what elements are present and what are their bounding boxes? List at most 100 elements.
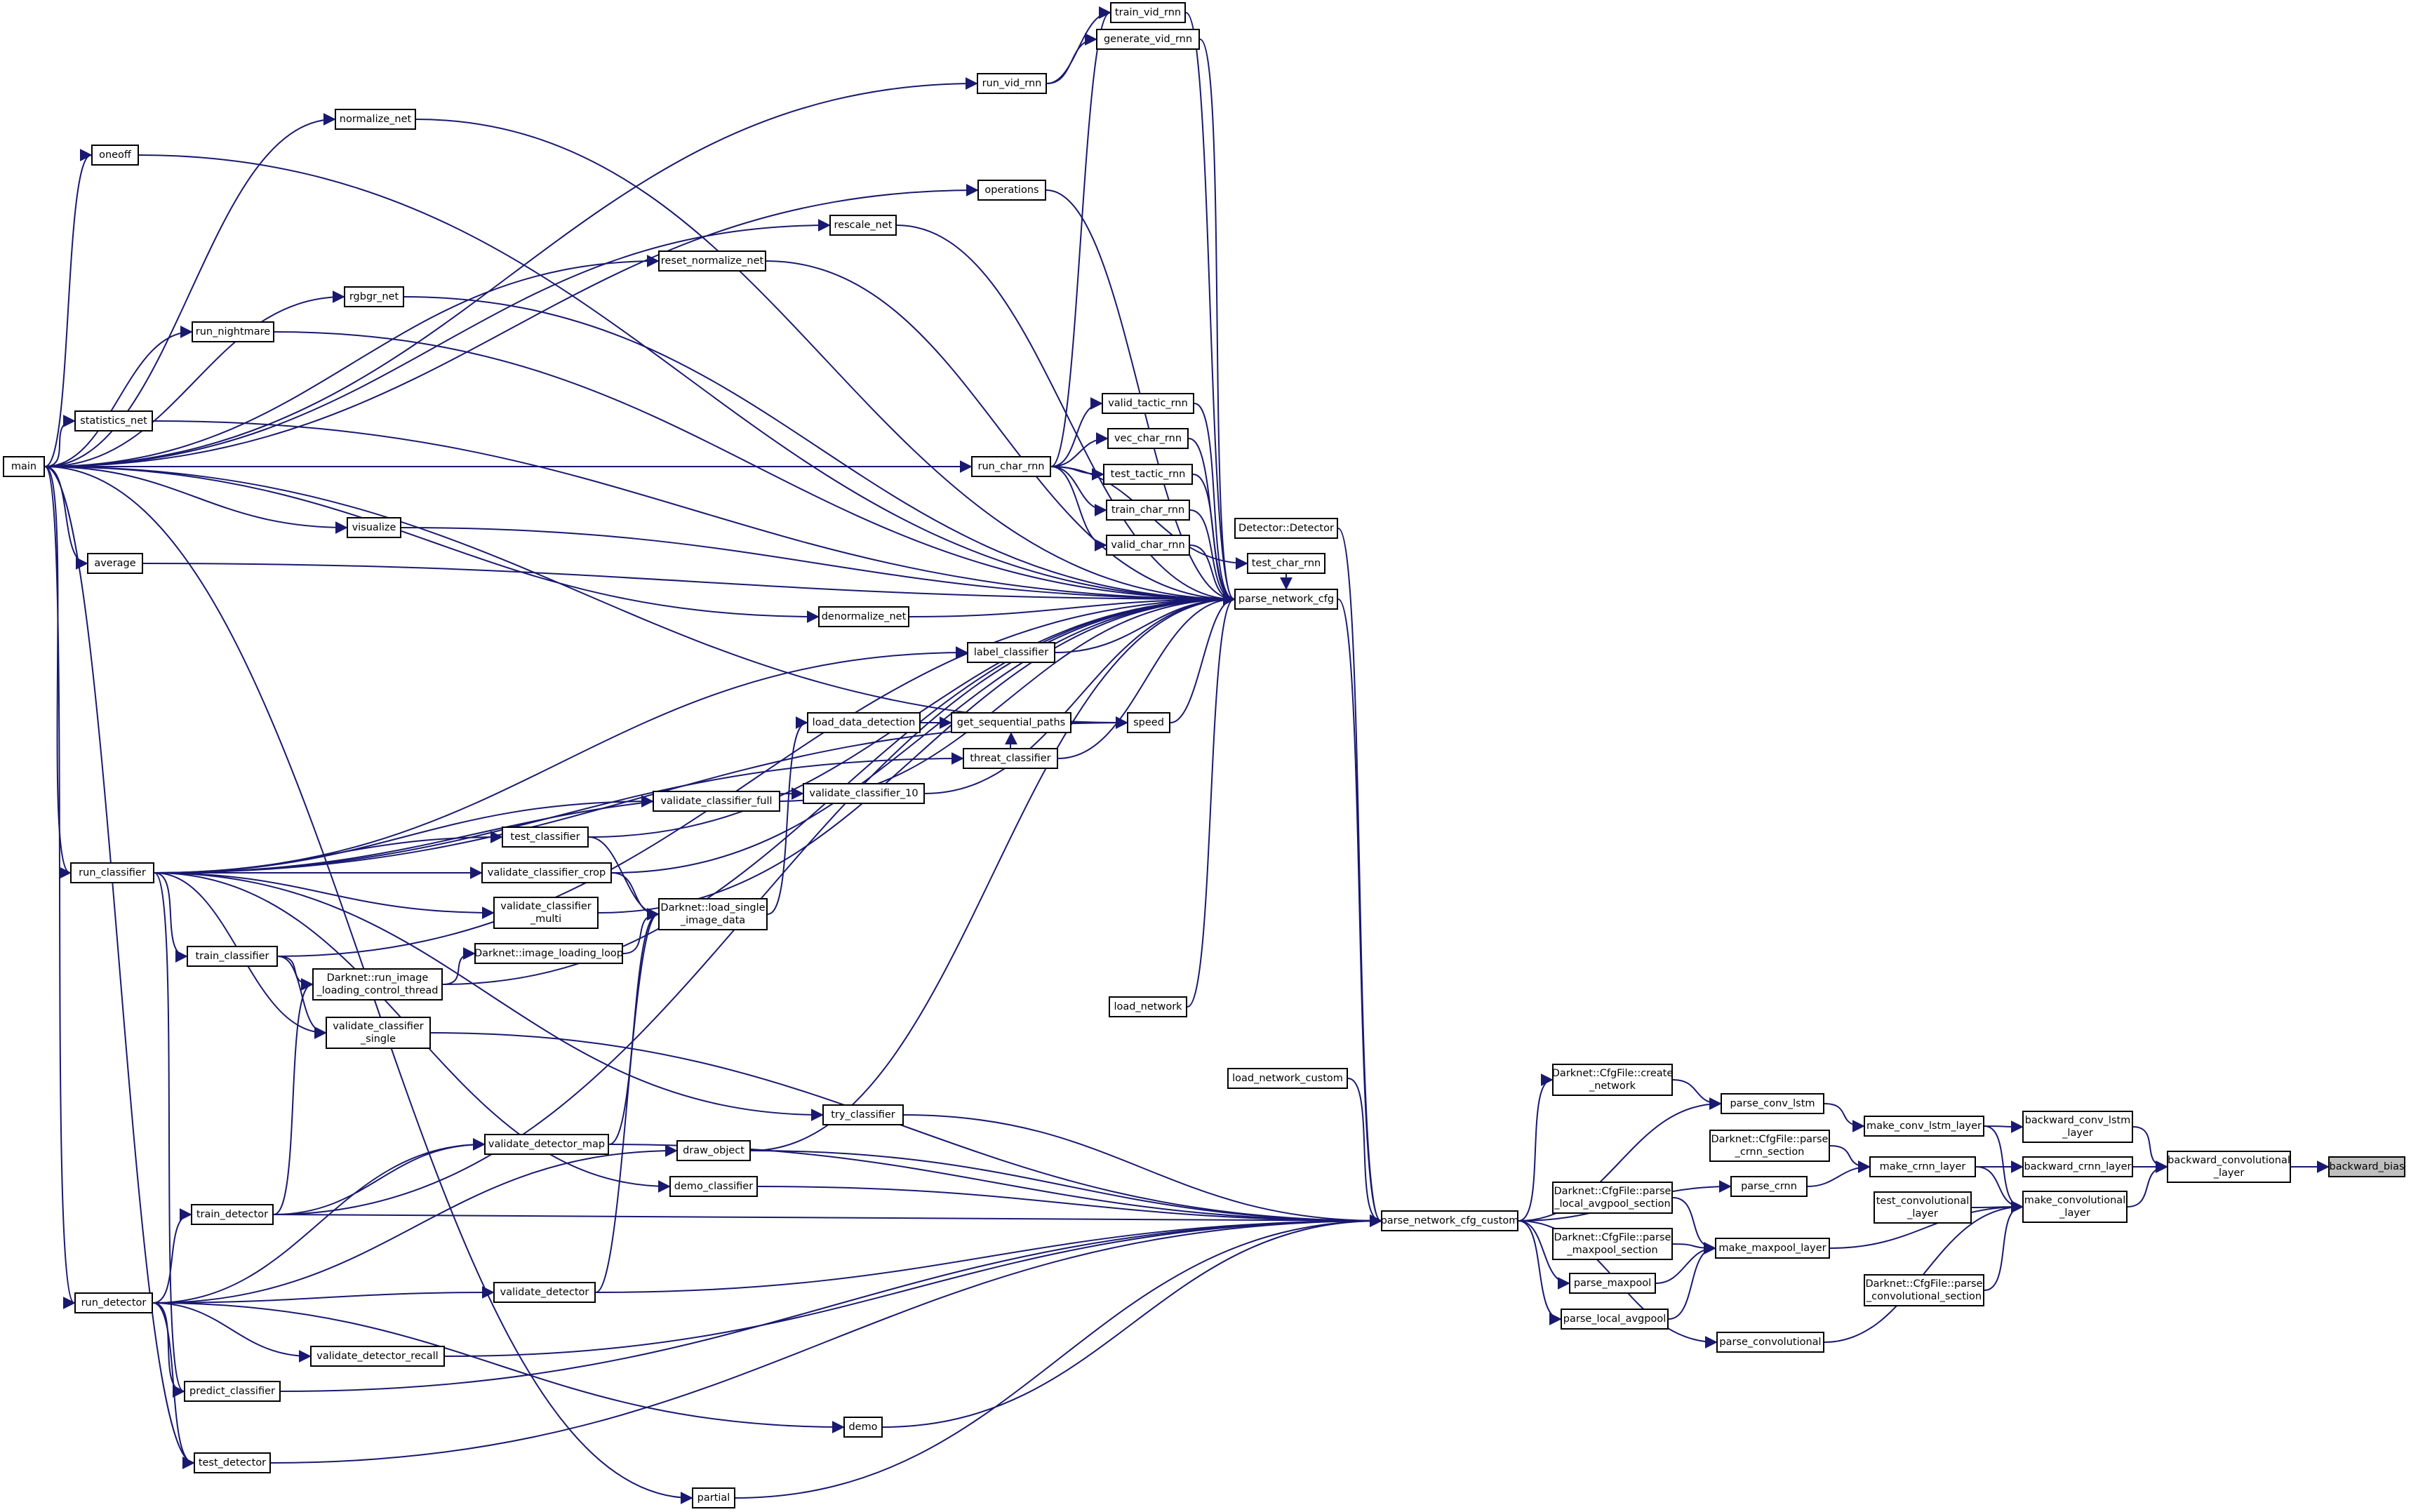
edge-main-to-operations <box>44 184 979 467</box>
edge-load_network_custom-to-parse_network_cfg_custom <box>1347 1078 1382 1227</box>
node-detector-detector[interactable]: Detector::Detector <box>1234 518 1338 539</box>
node-validate-classifier-single[interactable]: validate_classifier _single <box>326 1017 431 1049</box>
edge-run_classifier-to-test_classifier <box>154 831 503 874</box>
node-normalize-net[interactable]: normalize_net <box>335 109 416 130</box>
edge-rgbgr_net-to-parse_network_cfg <box>403 296 1236 606</box>
node-parse-maxpool[interactable]: parse_maxpool <box>1569 1273 1656 1294</box>
node-average[interactable]: average <box>87 553 143 574</box>
node-backward-crnn-layer[interactable]: backward_crnn_layer <box>2022 1156 2133 1177</box>
node-train-classifier[interactable]: train_classifier <box>187 946 278 967</box>
node-valid-tactic-rnn[interactable]: valid_tactic_rnn <box>1102 393 1194 414</box>
node-try-classifier[interactable]: try_classifier <box>822 1104 904 1125</box>
edge-make_convolutional_layer-to-backward_convolutional_layer <box>2127 1160 2168 1207</box>
node-reset-normalize-net[interactable]: reset_normalize_net <box>658 250 766 272</box>
node-load-network-custom[interactable]: load_network_custom <box>1227 1068 1348 1089</box>
edge-test_detector-to-parse_network_cfg_custom <box>270 1215 1382 1464</box>
edge-train_classifier-to-validate_classifier_single <box>277 956 327 1039</box>
edge-make_maxpool_layer-to-make_convolutional_layer <box>1829 1200 2024 1249</box>
node-parse-crnn-section[interactable]: Darknet::CfgFile::parse _crnn_section <box>1709 1130 1830 1162</box>
node-valid-char-rnn[interactable]: valid_char_rnn <box>1106 535 1190 556</box>
edge-parse_convolutional_section-to-make_convolutional_layer <box>1984 1200 2024 1291</box>
node-validate-classifier-crop[interactable]: validate_classifier_crop <box>481 862 612 883</box>
node-parse-network-cfg[interactable]: parse_network_cfg <box>1234 589 1338 610</box>
node-test-convolutional-layer[interactable]: test_convolutional _layer <box>1874 1191 1972 1224</box>
edge-parse_conv_lstm-to-make_conv_lstm_layer <box>1824 1103 1865 1132</box>
edge-partial-to-parse_network_cfg_custom <box>735 1215 1382 1499</box>
edge-parse_local_avgpool-to-make_maxpool_layer <box>1668 1242 1716 1320</box>
node-train-detector[interactable]: train_detector <box>191 1204 274 1225</box>
node-parse-maxpool-section[interactable]: Darknet::CfgFile::parse _maxpool_section <box>1552 1228 1673 1260</box>
node-train-vid-rnn[interactable]: train_vid_rnn <box>1110 2 1186 23</box>
node-vec-char-rnn[interactable]: vec_char_rnn <box>1107 428 1189 449</box>
node-validate-detector-map[interactable]: validate_detector_map <box>484 1134 609 1155</box>
edge-main-to-average <box>44 466 88 570</box>
edge-rescale_net-to-parse_network_cfg <box>896 225 1236 606</box>
edge-train_detector-to-run_image_loading_control_thread <box>273 978 314 1215</box>
node-partial[interactable]: partial <box>692 1487 735 1508</box>
edge-threat_classifier-to-get_sequential_paths <box>1004 732 1017 749</box>
node-test-classifier[interactable]: test_classifier <box>502 827 589 848</box>
node-image-loading-loop[interactable]: Darknet::image_loading_loop <box>474 943 623 964</box>
node-parse-local-avgpool-section[interactable]: Darknet::CfgFile::parse _local_avgpool_s… <box>1552 1182 1673 1214</box>
node-backward-convolutional-layer[interactable]: backward_convolutional _layer <box>2167 1151 2291 1183</box>
node-statistics-net[interactable]: statistics_net <box>74 410 153 431</box>
node-operations[interactable]: operations <box>977 180 1046 201</box>
node-label-classifier[interactable]: label_classifier <box>967 642 1055 663</box>
node-train-char-rnn[interactable]: train_char_rnn <box>1106 500 1190 521</box>
edge-run_classifier-to-try_classifier <box>154 872 824 1121</box>
node-validate-classifier-multi[interactable]: validate_classifier _multi <box>493 897 599 929</box>
node-load-single-image-data[interactable]: Darknet::load_single _image_data <box>658 898 768 930</box>
edge-run_detector-to-draw_object <box>152 1144 678 1304</box>
node-backward-bias[interactable]: backward_bias <box>2328 1156 2405 1177</box>
node-demo[interactable]: demo <box>843 1417 883 1438</box>
node-speed[interactable]: speed <box>1127 712 1170 733</box>
node-parse-crnn[interactable]: parse_crnn <box>1730 1176 1808 1197</box>
node-run-detector[interactable]: run_detector <box>74 1292 153 1313</box>
node-denormalize-net[interactable]: denormalize_net <box>818 606 909 627</box>
node-visualize[interactable]: visualize <box>347 517 401 538</box>
node-test-char-rnn[interactable]: test_char_rnn <box>1247 553 1325 574</box>
node-parse-convolutional[interactable]: parse_convolutional <box>1716 1332 1824 1353</box>
node-generate-vid-rnn[interactable]: generate_vid_rnn <box>1096 29 1200 50</box>
node-validate-classifier-10[interactable]: validate_classifier_10 <box>803 783 925 804</box>
node-threat-classifier[interactable]: threat_classifier <box>963 748 1058 769</box>
node-parse-local-avgpool[interactable]: parse_local_avgpool <box>1561 1309 1669 1330</box>
node-demo-classifier[interactable]: demo_classifier <box>669 1176 758 1197</box>
node-test-detector[interactable]: test_detector <box>194 1452 271 1473</box>
edge-run_detector-to-validate_detector <box>152 1286 495 1304</box>
node-rescale-net[interactable]: rescale_net <box>829 215 897 236</box>
node-validate-detector-recall[interactable]: validate_detector_recall <box>310 1346 445 1367</box>
edge-main-to-run_classifier <box>44 466 72 879</box>
node-validate-classifier-full[interactable]: validate_classifier_full <box>653 791 780 812</box>
node-run-nightmare[interactable]: run_nightmare <box>192 321 274 342</box>
node-backward-conv-lstm-layer[interactable]: backward_conv_lstm _layer <box>2022 1111 2133 1143</box>
node-parse-network-cfg-custom[interactable]: parse_network_cfg_custom <box>1381 1210 1518 1231</box>
node-make-convolutional-layer[interactable]: make_convolutional _layer <box>2022 1191 2128 1223</box>
node-oneoff[interactable]: oneoff <box>91 145 139 166</box>
node-run-image-loading-control-thread[interactable]: Darknet::run_image _loading_control_thre… <box>312 968 443 1001</box>
edge-main-to-statistics_net <box>44 415 76 467</box>
edge-run_classifier-to-predict_classifier <box>154 872 185 1398</box>
edge-run_char_rnn-to-valid_tactic_rnn <box>1050 397 1103 467</box>
node-test-tactic-rnn[interactable]: test_tactic_rnn <box>1103 464 1193 485</box>
node-make-maxpool-layer[interactable]: make_maxpool_layer <box>1715 1238 1830 1259</box>
node-parse-convolutional-section[interactable]: Darknet::CfgFile::parse _convolutional_s… <box>1864 1274 1984 1306</box>
node-main[interactable]: main <box>3 456 45 477</box>
node-validate-detector[interactable]: validate_detector <box>493 1282 596 1303</box>
node-create-network[interactable]: Darknet::CfgFile::create _network <box>1552 1064 1673 1096</box>
node-make-crnn-layer[interactable]: make_crnn_layer <box>1869 1156 1976 1177</box>
node-make-conv-lstm-layer[interactable]: make_conv_lstm_layer <box>1864 1116 1984 1137</box>
node-rgbgr-net[interactable]: rgbgr_net <box>344 286 404 307</box>
edge-load_network-to-parse_network_cfg <box>1187 593 1236 1008</box>
node-run-vid-rnn[interactable]: run_vid_rnn <box>977 73 1047 94</box>
node-load-data-detection[interactable]: load_data_detection <box>807 712 921 733</box>
node-run-classifier[interactable]: run_classifier <box>70 862 154 883</box>
node-draw-object[interactable]: draw_object <box>676 1140 751 1161</box>
edge-validate_classifier_multi-to-parse_network_cfg <box>598 593 1236 914</box>
node-predict-classifier[interactable]: predict_classifier <box>184 1381 281 1402</box>
node-run-char-rnn[interactable]: run_char_rnn <box>971 456 1051 477</box>
edge-create_network-to-parse_conv_lstm <box>1672 1079 1722 1110</box>
node-parse-conv-lstm[interactable]: parse_conv_lstm <box>1721 1093 1824 1114</box>
node-get-sequential-paths[interactable]: get_sequential_paths <box>951 712 1071 733</box>
node-load-network[interactable]: load_network <box>1109 996 1187 1017</box>
